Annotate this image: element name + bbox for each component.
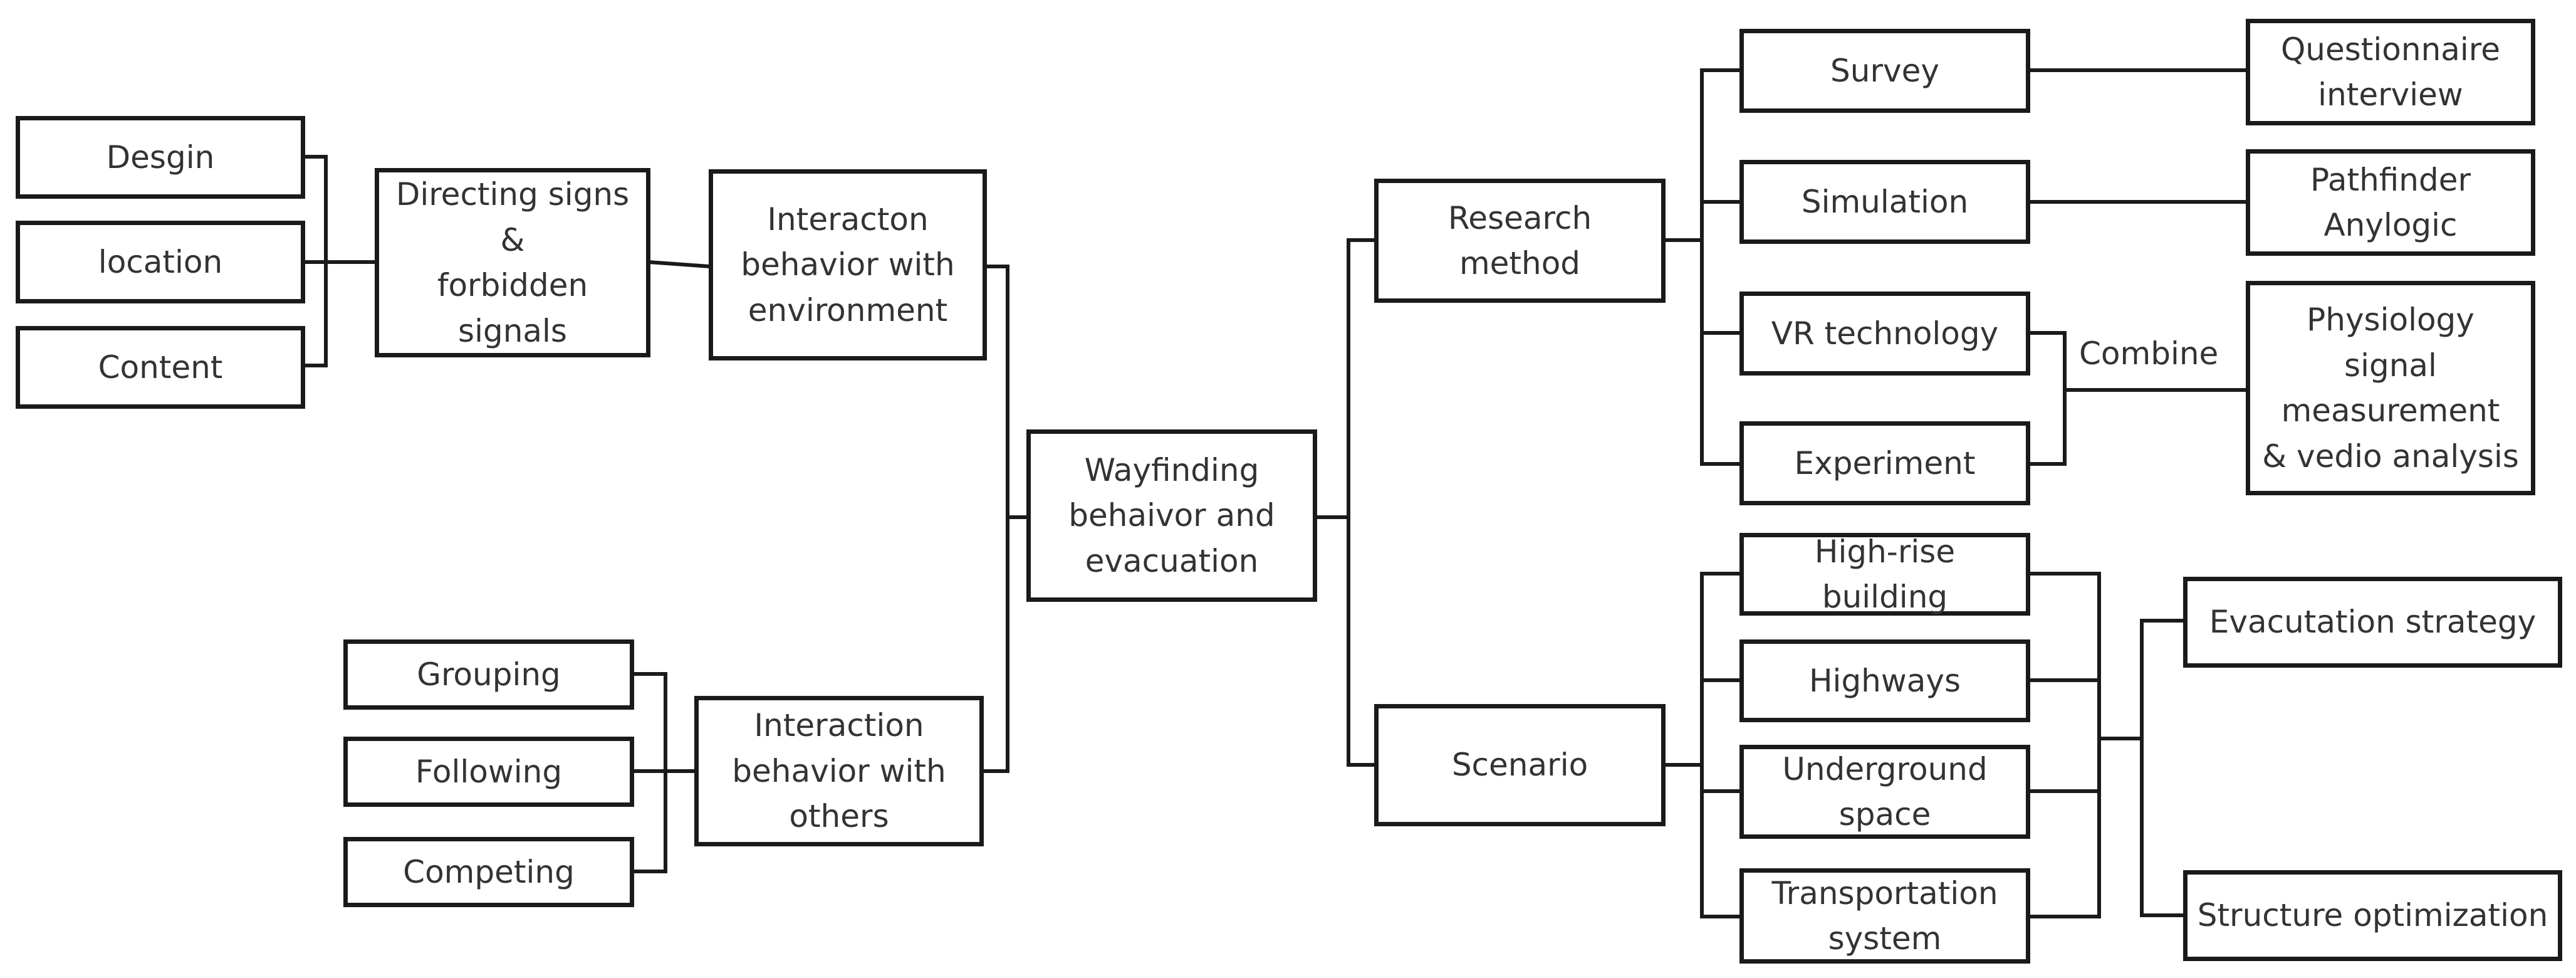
connector-vr-physiology [2027,331,2249,466]
node-transportation: Transportation system [1739,868,2030,964]
node-high-rise: High-rise building [1739,533,2030,616]
node-grouping: Grouping [343,639,634,710]
connector-research-children [1662,68,1743,466]
node-scenario: Scenario [1374,704,1666,826]
node-research-method: Research method [1374,179,1666,303]
node-simulation: Simulation [1739,160,2030,244]
node-questionnaire: Questionnaire interview [2246,19,2535,125]
label-combine: Combine [2079,335,2219,372]
node-vr-technology: VR technology [1739,292,2030,376]
node-content: Content [16,326,305,409]
node-physiology: Physiology signal measurement & vedio an… [2246,281,2535,495]
connector-signs-environment [646,260,712,269]
node-structure-optimization: Structure optimization [2183,870,2562,961]
node-underground: Underground space [1739,745,2030,839]
connector-others-group [631,672,697,873]
connector-scenario-outcomes [2027,572,2186,918]
node-following: Following [343,737,634,807]
connector-scenario-children [1662,572,1743,918]
connector-behaviors-wayfinding [984,265,1030,773]
node-interaction-others: Interaction behavior with others [694,696,984,846]
node-competing: Competing [343,837,634,907]
node-directing-signs: Directing signs & forbidden signals [375,168,650,357]
node-experiment: Experiment [1739,421,2030,505]
node-highways: Highways [1739,639,2030,722]
node-pathfinder: Pathfinder Anylogic [2246,149,2535,256]
node-location: location [16,221,305,303]
node-desgin: Desgin [16,116,305,199]
connector-wayfinding-branches [1314,238,1377,767]
node-evacuation-strategy: Evacutation strategy [2183,577,2562,668]
connector-design-group [302,155,378,367]
node-wayfinding: Wayfinding behaivor and evacuation [1026,429,1317,602]
node-interaction-environment: Interacton behavior with environment [709,169,987,360]
node-survey: Survey [1739,29,2030,113]
